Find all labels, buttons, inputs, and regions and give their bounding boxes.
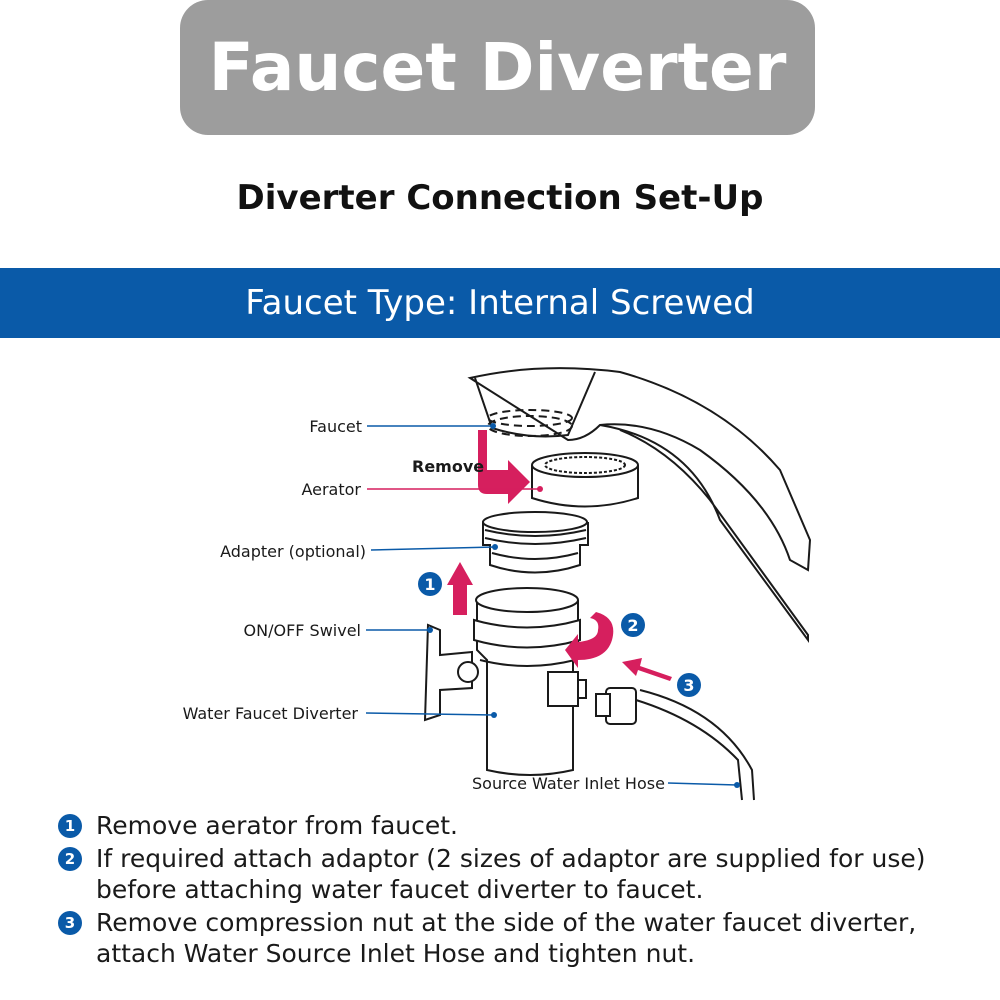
instruction-step-2: 2 If required attach adaptor (2 sizes of… [58, 843, 988, 905]
svg-text:3: 3 [683, 676, 694, 695]
adapter-illustration [482, 511, 589, 574]
leader-lines [365, 423, 740, 788]
label-hose: Source Water Inlet Hose [472, 774, 665, 793]
marker-3: 3 [677, 673, 701, 697]
remove-arrow [478, 430, 530, 504]
label-aerator: Aerator [301, 480, 361, 499]
instruction-step-1: 1 Remove aerator from faucet. [58, 810, 988, 841]
aerator-illustration [531, 452, 639, 508]
marker-2: 2 [621, 613, 645, 637]
step-text: before attaching water faucet diverter t… [96, 875, 704, 904]
step-number-2: 2 [58, 847, 82, 871]
label-diverter: Water Faucet Diverter [183, 704, 359, 723]
diverter-illustration [423, 587, 755, 801]
instruction-step-3: 3 Remove compression nut at the side of … [58, 907, 988, 969]
svg-text:2: 2 [627, 616, 638, 635]
faucet-illustration [467, 367, 812, 644]
page-subtitle: Diverter Connection Set-Up [236, 178, 764, 218]
label-remove: Remove [412, 457, 484, 476]
step-text: attach Water Source Inlet Hose and tight… [96, 939, 696, 968]
step-number-3: 3 [58, 911, 82, 935]
svg-text:1: 1 [424, 575, 435, 594]
title-banner: Faucet Diverter [180, 0, 815, 135]
step-text: Remove compression nut at the side of th… [96, 908, 917, 937]
step3-arrow [622, 658, 672, 681]
instruction-list: 1 Remove aerator from faucet. 2 If requi… [58, 810, 988, 971]
faucet-type-banner: Faucet Type: Internal Screwed [0, 268, 1000, 338]
label-faucet: Faucet [309, 417, 362, 436]
diverter-diagram: 1 2 3 Faucet Remove Aerator Adapter (opt… [183, 367, 812, 801]
step-text: Remove aerator from faucet. [96, 811, 458, 840]
page-title: Faucet Diverter [208, 29, 787, 106]
marker-1: 1 [418, 572, 442, 596]
faucet-type-text: Faucet Type: Internal Screwed [245, 283, 755, 323]
step2-arrow [565, 612, 614, 668]
label-swivel: ON/OFF Swivel [244, 621, 361, 640]
step-number-1: 1 [58, 814, 82, 838]
step-text: If required attach adaptor (2 sizes of a… [96, 844, 926, 873]
step1-arrow [447, 562, 473, 615]
label-adapter: Adapter (optional) [220, 542, 366, 561]
